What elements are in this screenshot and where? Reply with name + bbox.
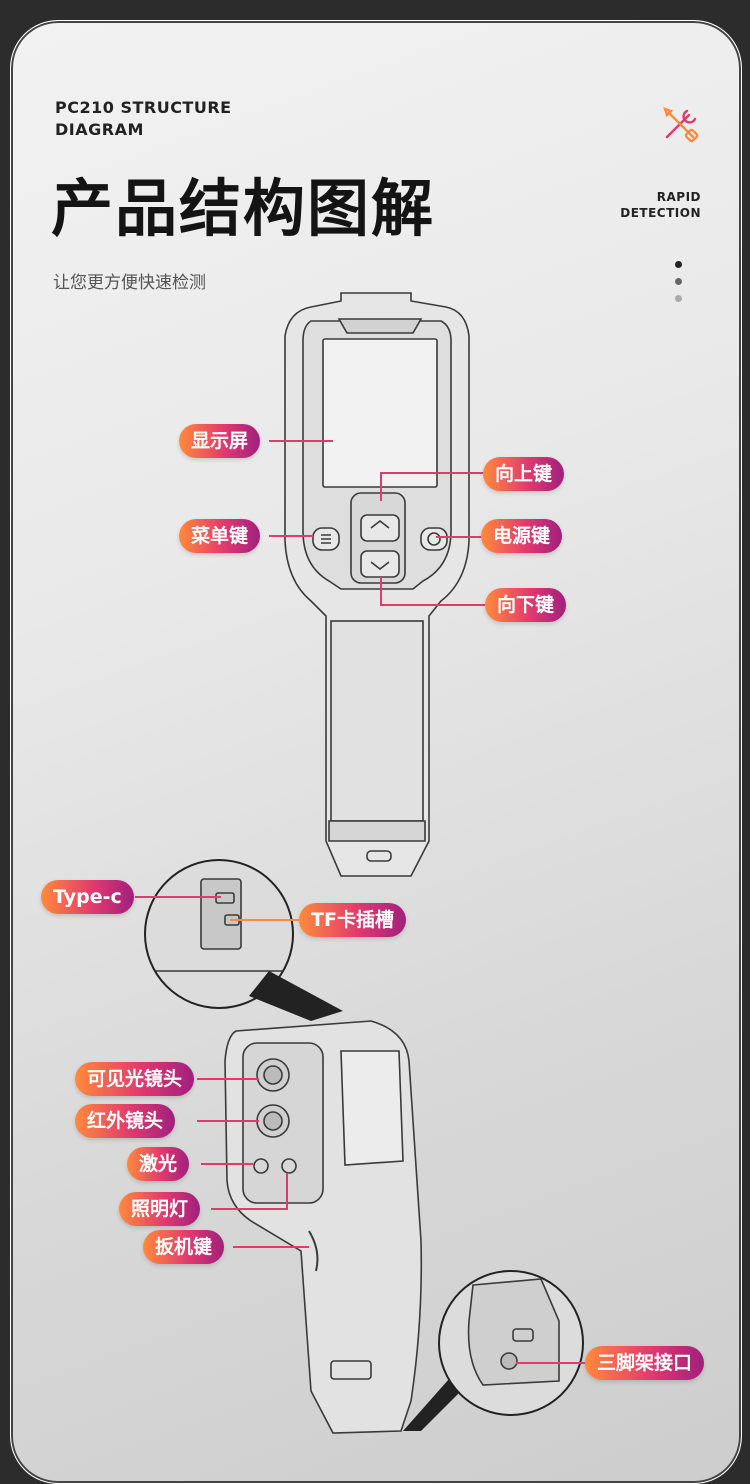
subtitle: 让您更方便快速检测	[53, 273, 206, 293]
callout-down-key: 向下键	[485, 588, 567, 622]
callout-light: 照明灯	[119, 1192, 201, 1226]
tools-icon	[663, 107, 699, 143]
pager-dot[interactable]	[675, 261, 682, 268]
callout-type-c: Type-c	[41, 880, 134, 914]
pager-dot[interactable]	[675, 278, 682, 285]
page-title: 产品结构图解	[51, 172, 436, 245]
callout-ir-lens: 红外镜头	[75, 1104, 176, 1138]
product-card: PC210 STRUCTURE DIAGRAM 产品结构图解 让您更方便快速检测…	[10, 20, 742, 1484]
pager-dots[interactable]	[675, 261, 682, 312]
english-title: PC210 STRUCTURE DIAGRAM	[55, 98, 232, 139]
callout-menu-key: 菜单键	[179, 519, 261, 553]
callout-laser: 激光	[127, 1147, 190, 1181]
rapid-detection-badge: RAPID DETECTION	[620, 190, 701, 220]
callout-visible-lens: 可见光镜头	[75, 1062, 195, 1096]
callout-trigger: 扳机键	[143, 1230, 225, 1264]
callout-tripod: 三脚架接口	[585, 1346, 705, 1380]
pager-dot[interactable]	[675, 295, 682, 302]
callout-up-key: 向上键	[483, 457, 565, 491]
device-illustration	[135, 292, 587, 1434]
callout-display: 显示屏	[179, 424, 261, 458]
callout-power-key: 电源键	[481, 519, 563, 553]
callout-tf-slot: TF卡插槽	[299, 903, 406, 937]
